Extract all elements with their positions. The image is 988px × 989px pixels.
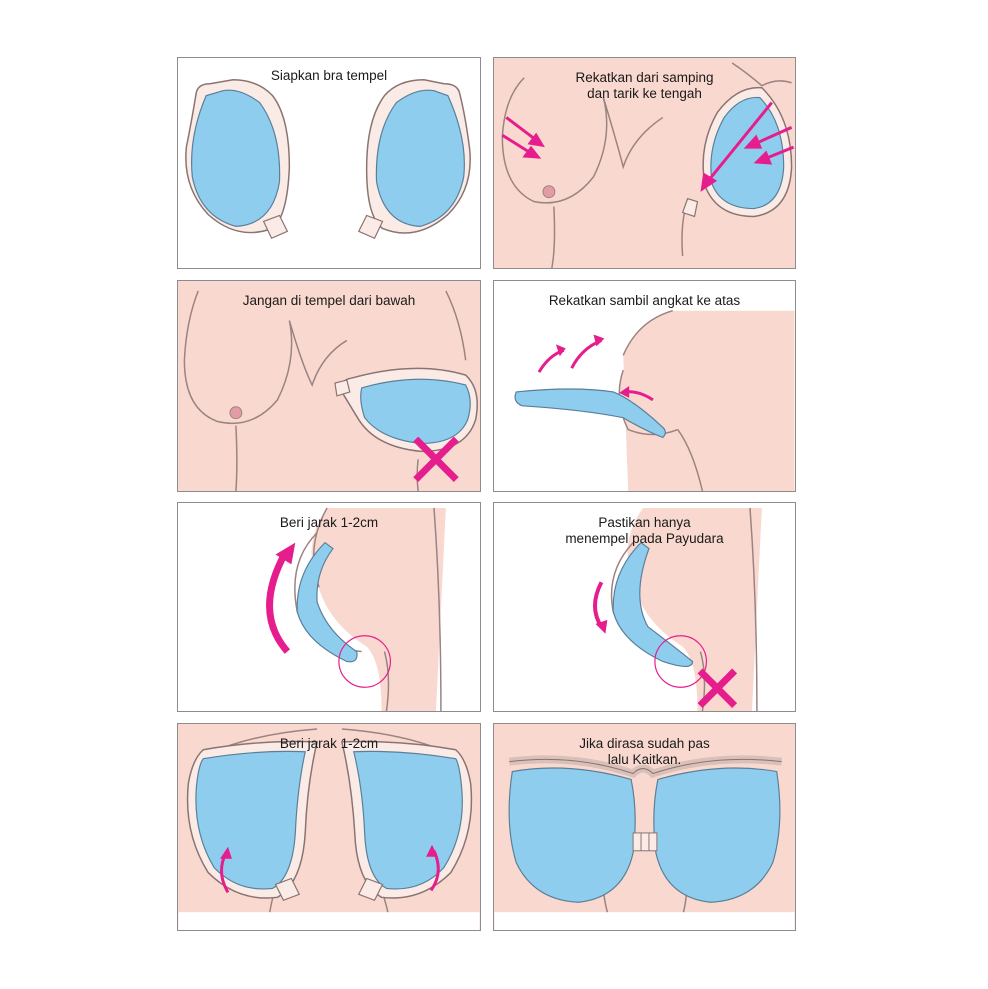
step-1-caption-line1: Siapkan bra tempel <box>270 68 388 83</box>
arrow-icon <box>266 542 296 654</box>
step-6-caption-line1: Pastikan hanya <box>598 515 691 530</box>
circle-highlight-icon <box>654 635 707 688</box>
step-2-caption-line1: Rekatkan dari samping <box>575 70 714 85</box>
step-7-caption-line1: Beri jarak 1-2cm <box>279 736 379 751</box>
left-cup-illustration <box>186 740 319 902</box>
step-8-illustration <box>494 755 795 930</box>
step-1-panel: Siapkan bra tempel <box>177 57 481 269</box>
nipple-icon <box>542 185 556 199</box>
step-2-caption-line2: dan tarik ke tengah <box>587 86 702 101</box>
step-4-illustration <box>514 310 795 491</box>
left-cup-illustration <box>185 79 291 240</box>
step-3-caption: Jangan di tempel dari bawah <box>178 293 480 309</box>
circle-highlight-icon <box>338 635 392 688</box>
step-2-caption: Rekatkan dari samping dan tarik ke tenga… <box>494 70 795 102</box>
step-7-illustration <box>178 728 480 930</box>
left-cup-illustration <box>508 767 636 903</box>
clasp-icon <box>632 832 658 852</box>
cross-icon <box>697 668 738 708</box>
step-1-caption: Siapkan bra tempel <box>178 68 480 84</box>
step-8-caption: Jika dirasa sudah pas lalu Kaitkan. <box>494 736 795 768</box>
step-4-panel: Rekatkan sambil angkat ke atas <box>493 280 796 492</box>
arrow-icon <box>593 581 608 634</box>
step-6-caption-line2: menempel pada Payudara <box>565 531 724 546</box>
step-8-panel: Jika dirasa sudah pas lalu Kaitkan. <box>493 723 796 931</box>
step-7-caption: Beri jarak 1-2cm <box>178 736 480 752</box>
step-7-panel: Beri jarak 1-2cm <box>177 723 481 931</box>
step-4-caption-line1: Rekatkan sambil angkat ke atas <box>548 293 741 308</box>
right-cup-illustration <box>357 79 471 240</box>
step-5-caption-line1: Beri jarak 1-2cm <box>279 515 379 530</box>
step-6-panel: Pastikan hanya menempel pada Payudara <box>493 502 796 712</box>
right-cup-illustration <box>653 767 781 903</box>
step-3-caption-line1: Jangan di tempel dari bawah <box>242 293 416 308</box>
step-4-caption: Rekatkan sambil angkat ke atas <box>494 293 795 309</box>
step-2-panel: Rekatkan dari samping dan tarik ke tenga… <box>493 57 796 269</box>
step-2-illustration <box>501 62 795 268</box>
step-3-panel: Jangan di tempel dari bawah <box>177 280 481 492</box>
step-3-illustration <box>183 290 478 491</box>
step-1-illustration <box>185 79 471 240</box>
right-cup-illustration <box>340 740 473 902</box>
arrow-icon <box>501 101 795 192</box>
step-5-caption: Beri jarak 1-2cm <box>178 515 480 531</box>
step-8-caption-line1: Jika dirasa sudah pas <box>579 736 710 751</box>
step-5-illustration <box>266 507 446 711</box>
step-6-illustration <box>593 507 762 711</box>
step-8-caption-line2: lalu Kaitkan. <box>607 752 682 767</box>
cross-icon <box>413 436 459 483</box>
step-5-panel: Beri jarak 1-2cm <box>177 502 481 712</box>
step-6-caption: Pastikan hanya menempel pada Payudara <box>494 515 795 547</box>
nipple-icon <box>229 406 243 420</box>
